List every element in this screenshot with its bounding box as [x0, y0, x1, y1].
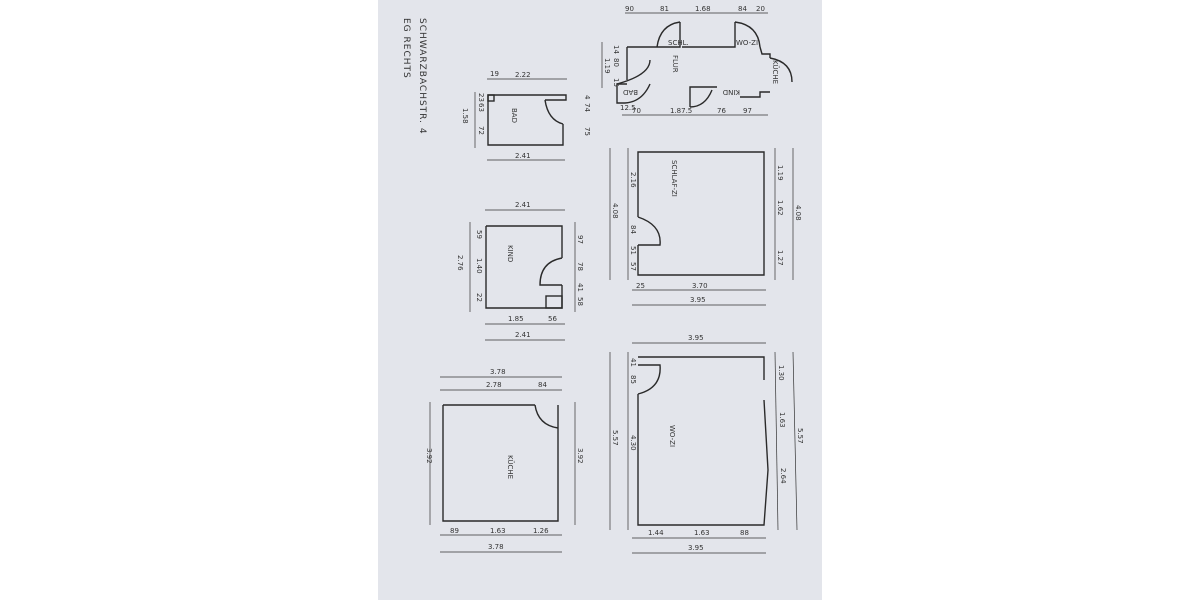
dim-label: 90: [625, 5, 634, 13]
dim-label: 59: [475, 230, 483, 239]
dim-label: 88: [740, 529, 749, 537]
dim-label: 1.40: [475, 258, 483, 274]
dim-label: 51: [629, 246, 637, 255]
dim-label: 4.08: [611, 203, 619, 219]
dim-label: 1.19: [603, 58, 611, 74]
dim-label: 63: [477, 103, 485, 112]
dim-label: 89: [450, 527, 459, 535]
dim-label: 84: [538, 381, 547, 389]
dim-label: 76: [717, 107, 726, 115]
door-label-schl: SCHL.: [668, 39, 689, 47]
room-label-flur: FLUR: [671, 55, 679, 73]
dim-label: 14: [612, 45, 620, 54]
dim-label: 3.92: [425, 448, 433, 464]
unit-text: EG RECHTS: [401, 18, 411, 79]
dim-label: 25: [636, 282, 645, 290]
dim-label: 84: [629, 225, 637, 234]
dim-label: 3.78: [488, 543, 504, 551]
dim-label: 1.58: [461, 108, 469, 124]
dim-label: 2.41: [515, 201, 531, 209]
dim-label: 2.76: [456, 255, 464, 271]
dim-label: 5.57: [796, 428, 804, 444]
dim-label: 1.19: [776, 165, 784, 181]
door-label-kind: KIND: [723, 88, 740, 96]
dim-label: 80: [612, 58, 620, 67]
dim-label: 75: [583, 127, 591, 136]
dim-label: 1.63: [490, 527, 506, 535]
dim-label: 70: [632, 107, 641, 115]
dim-label: 3.95: [690, 296, 706, 304]
dim-label: 4.30: [629, 435, 637, 451]
dim-label: 19: [490, 70, 499, 78]
room-label-bad: BAD: [510, 108, 518, 123]
dim-label: 1.30: [777, 365, 785, 381]
dim-label: 84: [738, 5, 747, 13]
room-bad: BAD 19 2.22 23 63 1.58 72 2.41 4 74 75: [461, 70, 591, 161]
dim-label: 72: [477, 126, 485, 135]
dim-label: 2.16: [629, 172, 637, 188]
dim-label: 74: [583, 103, 591, 112]
dim-label: 1.63: [694, 529, 710, 537]
room-kind: KIND 2.41 59 2.76 1.40 22 97 78 41 58 1.…: [456, 201, 584, 341]
dim-label: 20: [756, 5, 765, 13]
room-kueche: KÜCHE 3.78 2.78 84 3.92 3.92 89 1.63 1.2…: [425, 368, 584, 553]
dim-label: 4.08: [794, 205, 802, 221]
dim-label: 3.95: [688, 334, 704, 342]
dim-label: 4: [583, 95, 591, 100]
dim-label: 56: [548, 315, 557, 323]
dim-label: 58: [576, 297, 584, 306]
dim-label: 12.5: [620, 104, 636, 112]
dim-label: 81: [660, 5, 669, 13]
dim-label: 57: [629, 262, 637, 271]
dim-label: 97: [743, 107, 752, 115]
dim-label: 5.57: [611, 430, 619, 446]
dim-label: 15: [612, 78, 620, 87]
dim-label: 2.41: [515, 152, 531, 160]
dim-label: 22: [475, 293, 483, 302]
dim-label: 85: [629, 375, 637, 384]
dim-label: 1.44: [648, 529, 664, 537]
room-label-schlaf: SCHLAF-ZI: [670, 160, 678, 197]
room-label-wozi: WO-ZI: [668, 425, 676, 447]
room-label-kind: KIND: [506, 245, 514, 262]
dim-label: 78: [576, 262, 584, 271]
dim-label: 1.62: [776, 200, 784, 216]
address-text: SCHWARZBACHSTR. 4: [417, 18, 427, 135]
room-schlaf: SCHLAF-ZI 2.16 4.08 84 51 57 1.19 1.62 4…: [609, 148, 802, 306]
dim-label: 97: [576, 235, 584, 244]
door-label-wozi: WO-ZI: [736, 39, 758, 47]
dim-label: 1.87.5: [670, 107, 692, 115]
dim-label: 23: [477, 93, 485, 102]
dim-label: 2.41: [515, 331, 531, 339]
dim-label: 41: [629, 358, 637, 367]
dim-label: 2.78: [486, 381, 502, 389]
dim-label: 1.26: [533, 527, 549, 535]
dim-label: 1.27: [776, 250, 784, 266]
room-label-kueche: KÜCHE: [506, 455, 515, 479]
door-label-bad: BAD: [623, 88, 638, 96]
dim-label: 2.22: [515, 71, 531, 79]
dim-label: 3.78: [490, 368, 506, 376]
dim-label: 3.95: [688, 544, 704, 552]
dim-label: 1.85: [508, 315, 524, 323]
floor-plan-sheet: SCHWARZBACHSTR. 4 EG RECHTS SCHL. WO-ZI …: [378, 0, 822, 600]
room-wozi: WO-ZI 3.95 41 85 5.57 4.30 1.30 1.63 5.5…: [609, 334, 804, 554]
dim-label: 41: [576, 283, 584, 292]
dim-label: 2.64: [779, 468, 787, 484]
dim-label: 3.92: [576, 448, 584, 464]
floor-plan-drawing: SCHWARZBACHSTR. 4 EG RECHTS SCHL. WO-ZI …: [401, 5, 804, 554]
dim-label: 3.70: [692, 282, 708, 290]
dim-label: 1.68: [695, 5, 711, 13]
dim-label: 1.63: [778, 412, 786, 428]
room-flur: SCHL. WO-ZI KÜCHE BAD KIND FLUR 90 81 1.…: [601, 5, 793, 116]
door-label-kueche: KÜCHE: [771, 60, 780, 84]
